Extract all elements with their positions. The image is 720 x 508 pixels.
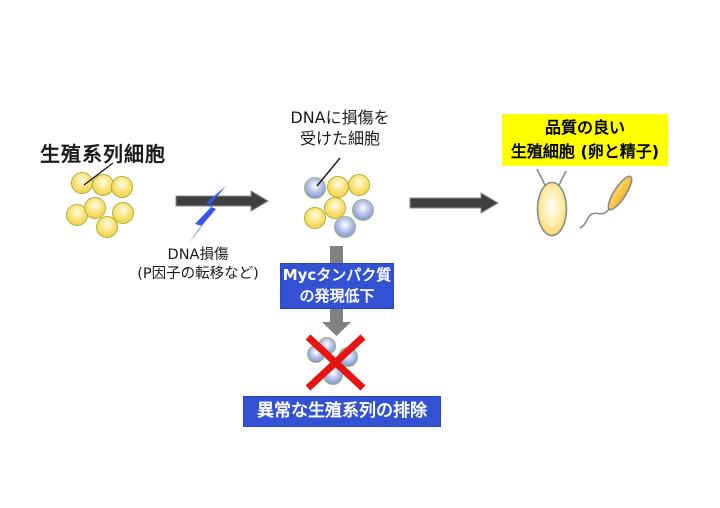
germ-cell — [324, 197, 346, 219]
good-quality-germ-cells-box: 品質の良い 生殖細胞 (卵と精子) — [502, 114, 668, 166]
germ-cell — [84, 197, 106, 219]
dna-damage-label-line2: (P因子の転移など) — [137, 266, 259, 282]
germ-cell — [111, 176, 133, 198]
damaged-cell — [304, 177, 326, 199]
arrow-right-2 — [409, 192, 499, 214]
damaged-cell — [352, 199, 374, 221]
arrow-right-1 — [175, 190, 269, 212]
damaged-cell — [334, 216, 356, 238]
germ-cell — [71, 172, 93, 194]
stage2-label-line2: 受けた細胞 — [299, 129, 380, 148]
germ-cell — [112, 202, 134, 224]
pointer-line-stage2 — [316, 157, 341, 187]
myc-box-line2: の発現低下 — [299, 287, 375, 305]
dna-damage-label-line1: DNA損傷 — [167, 247, 229, 263]
pointer-line-stage1 — [83, 162, 114, 186]
lightning-bolt-icon — [188, 186, 226, 244]
stage2-label: DNAに損傷を 受けた細胞 — [270, 107, 410, 149]
sperm-tail — [579, 205, 612, 229]
myc-box-line1: Mycタンパク質 — [282, 266, 392, 284]
stage2-label-line1: DNAに損傷を — [290, 108, 390, 127]
damaged-cell-cluster — [304, 174, 374, 238]
dna-damage-label: DNA損傷 (P因子の転移など) — [116, 246, 280, 284]
germ-cell — [304, 207, 326, 229]
germ-cell — [327, 176, 349, 198]
elimination-box: 異常な生殖系列の排除 — [243, 396, 441, 427]
germ-cell — [92, 174, 114, 196]
egg-illustration — [536, 168, 568, 237]
germline-cell-cluster — [66, 172, 134, 238]
stage1-label: 生殖系列細胞 — [40, 142, 166, 166]
sperm-illustration — [579, 175, 633, 229]
myc-expression-box: Mycタンパク質 の発現低下 — [280, 263, 394, 309]
germ-cell — [96, 216, 118, 238]
elimination-box-label: 異常な生殖系列の排除 — [257, 401, 427, 421]
germ-cell — [348, 174, 370, 196]
good-quality-box-line2: 生殖細胞 (卵と精子) — [510, 142, 660, 161]
good-quality-box-line1: 品質の良い — [544, 118, 625, 137]
red-cross-icon — [305, 334, 366, 391]
